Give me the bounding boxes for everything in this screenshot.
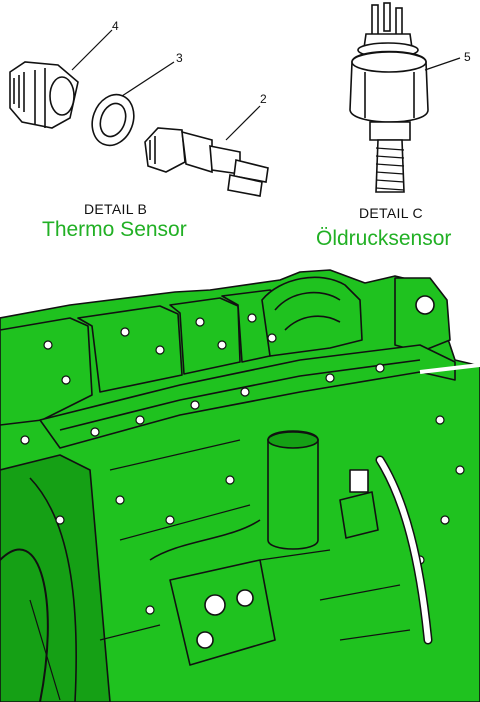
callout-number-2: 2 [260,92,267,106]
pulley-arc [0,548,49,702]
intake-elbow-inner [274,291,341,311]
callout-line-4 [71,29,113,71]
pipe-right [419,363,480,374]
lift-bracket-hole [415,295,435,315]
pump-fitting-1 [204,594,226,616]
rocker-cover-3 [169,297,241,375]
engine-block [0,269,480,702]
pump-fitting-3 [196,631,214,649]
front-cover [0,454,111,702]
part-3-washer [91,93,135,147]
part-4-adapter [9,61,79,129]
rocker-cover-2 [77,305,183,393]
part-5-oil-pressure-sensor [349,2,429,193]
callout-line-3 [121,61,175,97]
oil-pressure-sensor-label: Öldrucksensor [316,227,452,250]
filter-canister [267,430,319,550]
detail-lines [29,439,411,701]
pump-pipe [149,519,261,561]
intake-elbow-inner2 [284,315,341,331]
callout-number-4: 4 [112,19,119,33]
callout-line-5 [424,57,461,71]
front-cover-edge [29,477,77,702]
detail-c-title: DETAIL C [359,205,423,221]
callout-line-2 [225,105,261,141]
callout-number-5: 5 [464,50,471,64]
lift-bracket [394,277,451,353]
callout-number-3: 3 [176,51,183,65]
detail-b-title: DETAIL B [84,201,148,217]
engine-sensor-cap [349,469,369,493]
rocker-cover-1 [0,317,93,426]
pump-fitting-2 [236,589,254,607]
manifold-rail-line [59,359,421,431]
engine-sensor [339,491,379,539]
thermo-sensor-label: Thermo Sensor [42,218,187,241]
part-2-thermo-sensor [144,127,269,197]
dipstick-tube-fill [377,457,431,643]
filter-canister-top [267,431,319,449]
